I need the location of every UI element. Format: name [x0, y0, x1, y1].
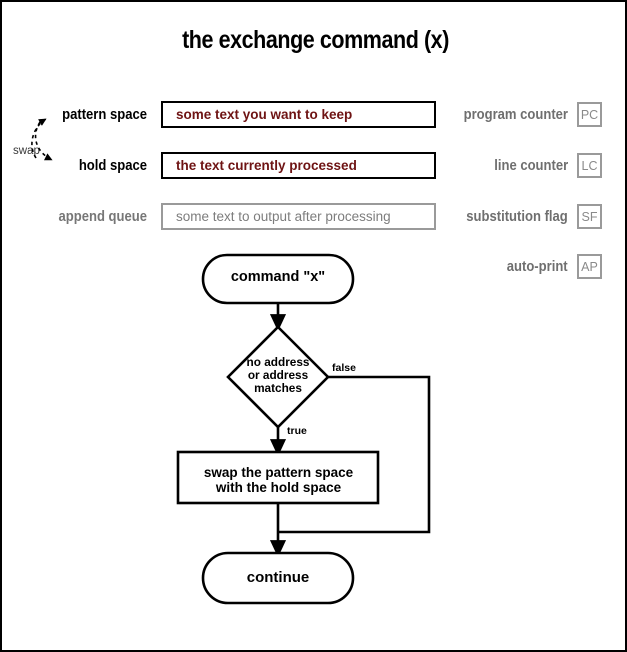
- flag-label-program-counter: program counter: [463, 106, 568, 123]
- branch-label-true: true: [287, 425, 307, 437]
- flow-end-label: continue: [246, 569, 310, 586]
- flag-row-auto-print: auto-print AP: [432, 254, 602, 279]
- flag-label-line-counter: line counter: [494, 157, 568, 174]
- register-label-pattern-space: pattern space: [62, 106, 147, 123]
- flag-box-program-counter[interactable]: PC: [577, 102, 602, 127]
- register-row-append-queue: append queue some text to output after p…: [32, 203, 436, 230]
- register-field-hold-space[interactable]: the text currently processed: [161, 152, 436, 179]
- flag-box-line-counter[interactable]: LC: [577, 153, 602, 178]
- flow-decision-label: no address or address matches: [228, 356, 328, 395]
- process-line-1: swap the pattern space: [203, 465, 354, 480]
- register-row-pattern-space: pattern space some text you want to keep: [32, 101, 436, 128]
- flag-label-substitution-flag: substitution flag: [466, 208, 568, 225]
- flag-row-substitution-flag: substitution flag SF: [432, 204, 602, 229]
- flow-start-label: command "x": [230, 269, 326, 285]
- swap-annotation-label: swap: [13, 145, 40, 157]
- flow-process-label: swap the pattern space with the hold spa…: [178, 465, 379, 495]
- page-title: the exchange command (x): [182, 26, 449, 54]
- register-row-hold-space: hold space the text currently processed: [32, 152, 436, 179]
- flag-box-substitution-flag[interactable]: SF: [577, 204, 602, 229]
- register-value-pattern-space: some text you want to keep: [176, 107, 353, 122]
- flag-row-line-counter: line counter LC: [432, 153, 602, 178]
- register-label-append-queue: append queue: [58, 208, 147, 225]
- register-field-append-queue[interactable]: some text to output after processing: [161, 203, 436, 230]
- flag-label-auto-print: auto-print: [507, 258, 568, 275]
- register-value-append-queue: some text to output after processing: [176, 209, 391, 224]
- branch-label-false: false: [332, 362, 356, 374]
- register-field-pattern-space[interactable]: some text you want to keep: [161, 101, 436, 128]
- register-value-hold-space: the text currently processed: [176, 158, 357, 173]
- decision-line-1: no address: [246, 355, 310, 369]
- flag-row-program-counter: program counter PC: [432, 102, 602, 127]
- process-line-2: with the hold space: [215, 480, 342, 495]
- decision-line-3: matches: [254, 381, 302, 395]
- flag-box-auto-print[interactable]: AP: [577, 254, 602, 279]
- decision-line-2: or address: [247, 368, 309, 382]
- swap-double-arrow-icon: [31, 118, 53, 161]
- register-label-hold-space: hold space: [78, 157, 147, 174]
